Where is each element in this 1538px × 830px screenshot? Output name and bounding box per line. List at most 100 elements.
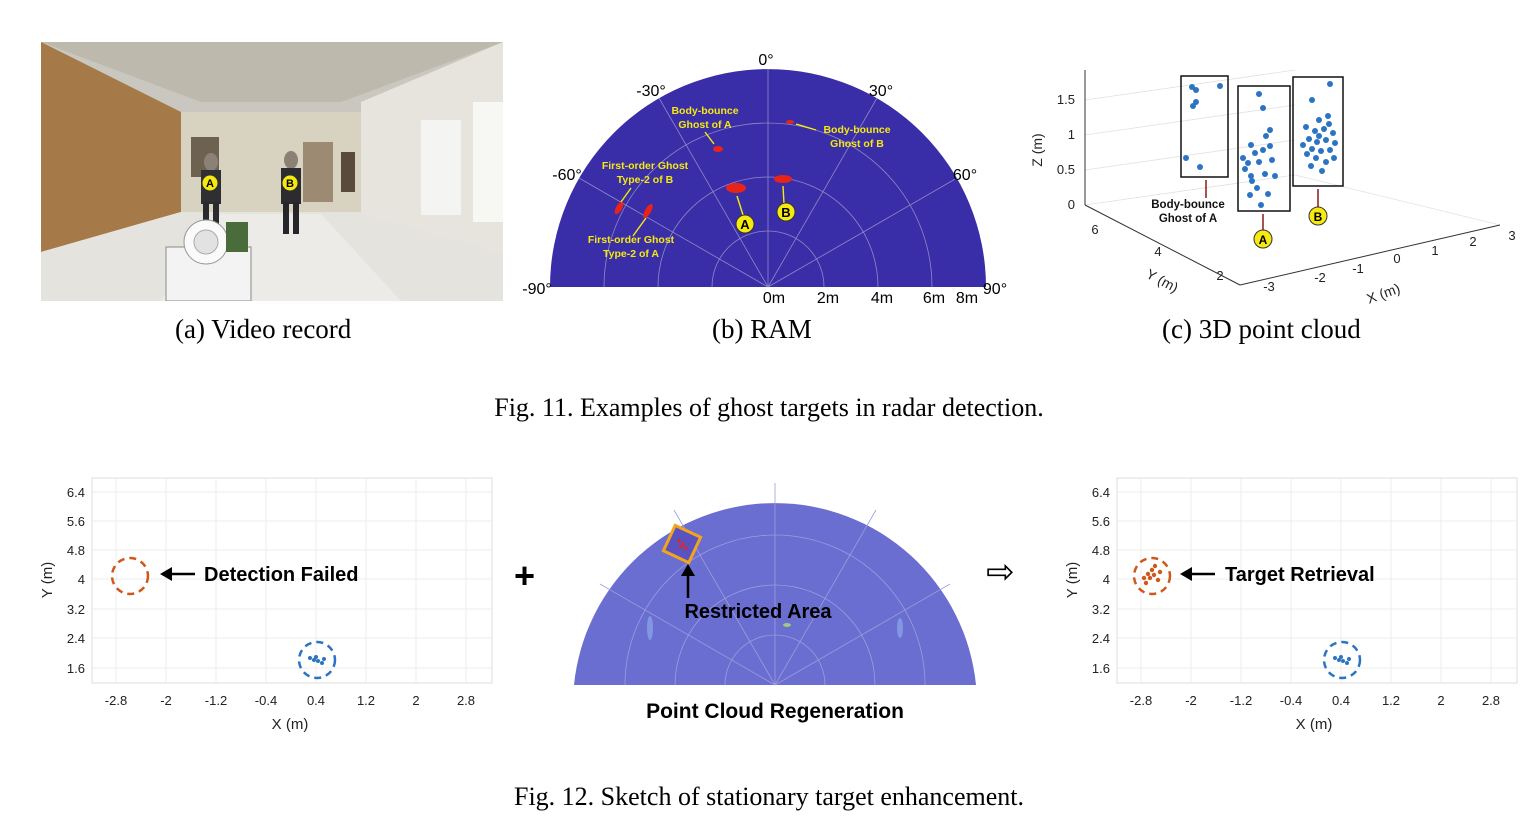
ram-label-a: A [740,217,750,232]
left-xtick-2: -1.2 [205,693,227,708]
ghost-a-blob [713,146,723,152]
target-retrieval-label: Target Retrieval [1225,564,1375,586]
y-axis-label: Y (m) [1144,266,1182,296]
y-tick-4: 4 [1154,244,1161,259]
z-tick-1-5: 1.5 [1057,92,1075,107]
ann-body-bounce-b-2: Ghost of B [830,138,884,150]
y-tick-2: 2 [1216,268,1223,283]
video-record-photo: A B [41,42,503,301]
ann-body-bounce-b-1: Body-bounce [823,124,890,136]
ram-chart: Body-bounce Ghost of A Body-bounce Ghost… [522,52,1007,307]
restricted-area-label: Restricted Area [684,601,832,623]
left-xlabel: X (m) [272,716,309,733]
x-tick-m1: -1 [1352,261,1364,276]
left-ytick-0: 6.4 [67,485,85,500]
x-tick-m3: -3 [1263,279,1275,294]
z-axis-label: Z (m) [1030,133,1045,166]
angle-label-m60: -60° [552,167,582,184]
caption-ram: (b) RAM [712,314,812,344]
left-ytick-3: 4 [78,572,85,587]
range-label-6: 6m [923,290,945,307]
range-label-4: 4m [871,290,893,307]
angle-label-90: 90° [983,281,1007,298]
target-b-blob [774,175,792,183]
video-label-a: A [206,178,214,190]
point-cloud-regeneration: Restricted Area Point Cloud Regeneration [574,483,976,723]
angle-label-60: 60° [953,167,977,184]
right-xlabel: X (m) [1296,716,1333,733]
right-ytick-0: 6.4 [1092,485,1110,500]
ghost-b-blob [786,120,794,124]
right-ylabel: Y (m) [1064,562,1081,598]
right-ytick-6: 1.6 [1092,661,1110,676]
angle-label-m90: -90° [522,281,552,298]
ann-first-order-b-2: Type-2 of B [617,174,674,186]
failed-target-circle [110,556,150,596]
retrieved-target-circle [1132,556,1172,596]
detected-target-circle [297,640,337,680]
detected-target-circle-right [1322,640,1362,680]
z-tick-0-5: 0.5 [1057,162,1075,177]
ann-first-order-a-1: First-order Ghost [588,234,675,246]
left-ytick-5: 2.4 [67,631,85,646]
right-ytick-5: 2.4 [1092,631,1110,646]
right-xtick-2: -1.2 [1230,693,1252,708]
detection-failed-label: Detection Failed [204,564,358,586]
video-label-b: B [286,178,294,190]
right-xtick-7: 2.8 [1482,693,1500,708]
right-arrow-icon: ⇨ [986,552,1015,592]
target-a-blob [726,183,746,193]
left-ytick-4: 3.2 [67,602,85,617]
x-tick-0: 0 [1393,251,1400,266]
left-ylabel: Y (m) [39,562,56,598]
angle-label-30: 30° [869,83,893,100]
cloud-label-a: A [1259,233,1268,247]
cloud-ann-ghost-2: Ghost of A [1159,213,1217,225]
y-tick-6: 6 [1091,222,1098,237]
range-label-2: 2m [817,290,839,307]
regeneration-title: Point Cloud Regeneration [646,700,904,723]
left-ytick-1: 5.6 [67,514,85,529]
box-target-b [1292,76,1344,187]
right-xtick-5: 1.2 [1382,693,1400,708]
ann-first-order-a-2: Type-2 of A [603,248,659,260]
right-xtick-6: 2 [1437,693,1444,708]
fig11-caption: Fig. 11. Examples of ghost targets in ra… [494,393,1044,422]
caption-video-record: (a) Video record [175,314,352,344]
left-xtick-0: -2.8 [105,693,127,708]
range-label-0: 0m [763,290,785,307]
first-order-ghost-a-blob [643,203,653,219]
ann-first-order-b-1: First-order Ghost [602,160,689,172]
angle-label-0: 0° [758,52,773,69]
left-xtick-3: -0.4 [255,693,277,708]
right-xtick-1: -2 [1185,693,1197,708]
caption-point-cloud: (c) 3D point cloud [1162,314,1361,344]
box-target-a [1237,85,1291,212]
left-xtick-1: -2 [160,693,172,708]
z-tick-1: 1 [1068,127,1075,142]
fig12-caption: Fig. 12. Sketch of stationary target enh… [514,782,1024,811]
x-tick-2: 2 [1469,234,1476,249]
x-tick-1: 1 [1431,243,1438,258]
right-ytick-4: 3.2 [1092,602,1110,617]
ann-body-bounce-a-1: Body-bounce [671,105,738,117]
box-ghost-a [1180,75,1229,178]
left-xtick-7: 2.8 [457,693,475,708]
plus-sign: + [514,555,536,596]
cloud-ann-ghost-1: Body-bounce [1151,199,1224,211]
ann-body-bounce-a-2: Ghost of A [678,119,732,131]
left-ytick-6: 1.6 [67,661,85,676]
first-order-ghost-b-blob [614,201,624,215]
ram-label-b: B [781,205,790,220]
right-xtick-0: -2.8 [1130,693,1152,708]
x-tick-m2: -2 [1314,270,1326,285]
right-xtick-3: -0.4 [1280,693,1302,708]
right-ytick-1: 5.6 [1092,514,1110,529]
left-xtick-6: 2 [412,693,419,708]
right-ytick-2: 4.8 [1092,543,1110,558]
z-tick-0: 0 [1068,197,1075,212]
detection-failed-plot: 6.4 5.6 4.8 4 3.2 2.4 1.6 -2.8 -2 -1.2 -… [39,477,493,733]
point-cloud-3d: 1.5 1 0.5 0 Z (m) 6 4 2 Y (m) -3 -2 -1 0… [1030,69,1516,305]
left-xtick-4: 0.4 [307,693,325,708]
right-xtick-4: 0.4 [1332,693,1350,708]
